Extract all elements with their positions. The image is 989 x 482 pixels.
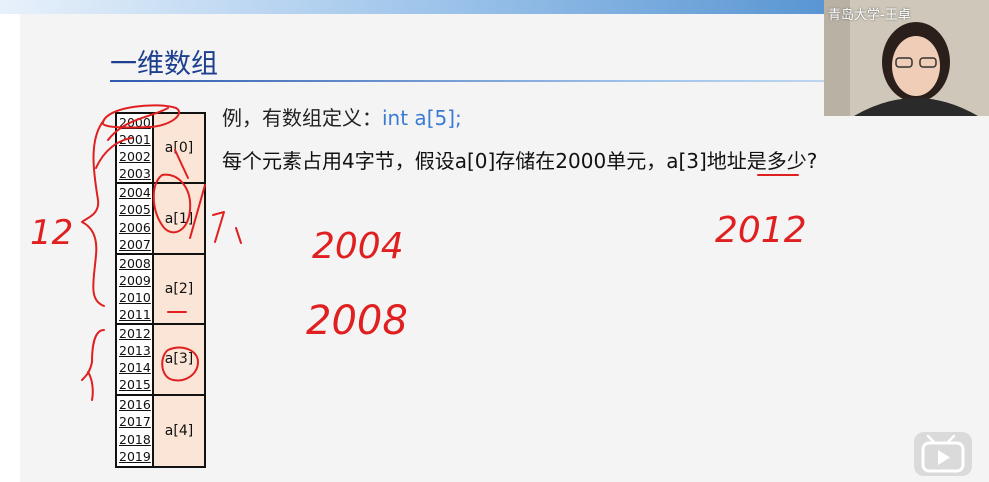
example-code: int a[5]; [382,106,462,130]
address-cell: 2007 [119,236,151,252]
element-label: a[3] [164,351,194,368]
address-cell: 2004 [119,185,151,201]
ink-slash-a0 [174,149,189,179]
ink-answer-2012: 2012 [715,210,807,251]
ink-scribble-top [95,107,169,169]
ink-mark-17 [212,211,225,243]
ink-brace-left [81,119,105,307]
presenter-video [824,0,989,116]
ink-twelve: 12 [30,213,73,253]
address-cell: 2006 [119,219,151,235]
address-cell: 2019 [119,449,151,465]
example-prefix: 例，有数组定义： [222,106,382,130]
element-label: a[0] [164,140,194,157]
webcam-watermark: 青岛大学-王卓 [828,8,911,23]
address-cell: 2000 [119,115,151,130]
question-text: 每个元素占用4字节，假设a[0]存储在2000单元，a[3]地址是多少? [222,149,818,173]
element-label: a[2] [164,280,194,297]
ink-circle-2000 [101,104,180,129]
address-cell: 2016 [119,396,151,412]
play-icon [921,434,965,473]
address-cell: 2005 [119,202,151,218]
address-cell: 2013 [119,343,151,359]
ink-2004: 2004 [312,226,404,267]
ink-slash-a1 [189,184,206,239]
address-cell: 2010 [119,289,151,305]
address-cell: 2002 [119,149,151,165]
address-cell: 2009 [119,272,151,288]
address-cell: 2003 [119,166,151,182]
address-cell: 2008 [119,255,151,271]
address-cell: 2012 [119,326,151,342]
ink-2008: 2008 [306,298,408,344]
ink-tick-right [235,227,242,244]
address-cell: 2014 [119,360,151,376]
example-line: 例，有数组定义：int a[5]; [222,102,462,131]
play-button[interactable] [914,432,972,476]
ink-circle-a1 [152,173,192,234]
address-cell: 2001 [119,132,151,148]
element-label: a[4] [164,422,194,439]
webcam-overlay [824,0,989,116]
ink-brace-second [81,329,105,401]
address-cell: 2011 [119,307,151,323]
title-divider [110,80,989,82]
top-accent-bar [0,0,989,14]
address-cell: 2018 [119,431,151,447]
ink-circle-a3 [161,346,199,382]
page-title: 一维数组 [110,49,218,80]
address-cell: 2017 [119,414,151,430]
address-cell: 2015 [119,377,151,393]
